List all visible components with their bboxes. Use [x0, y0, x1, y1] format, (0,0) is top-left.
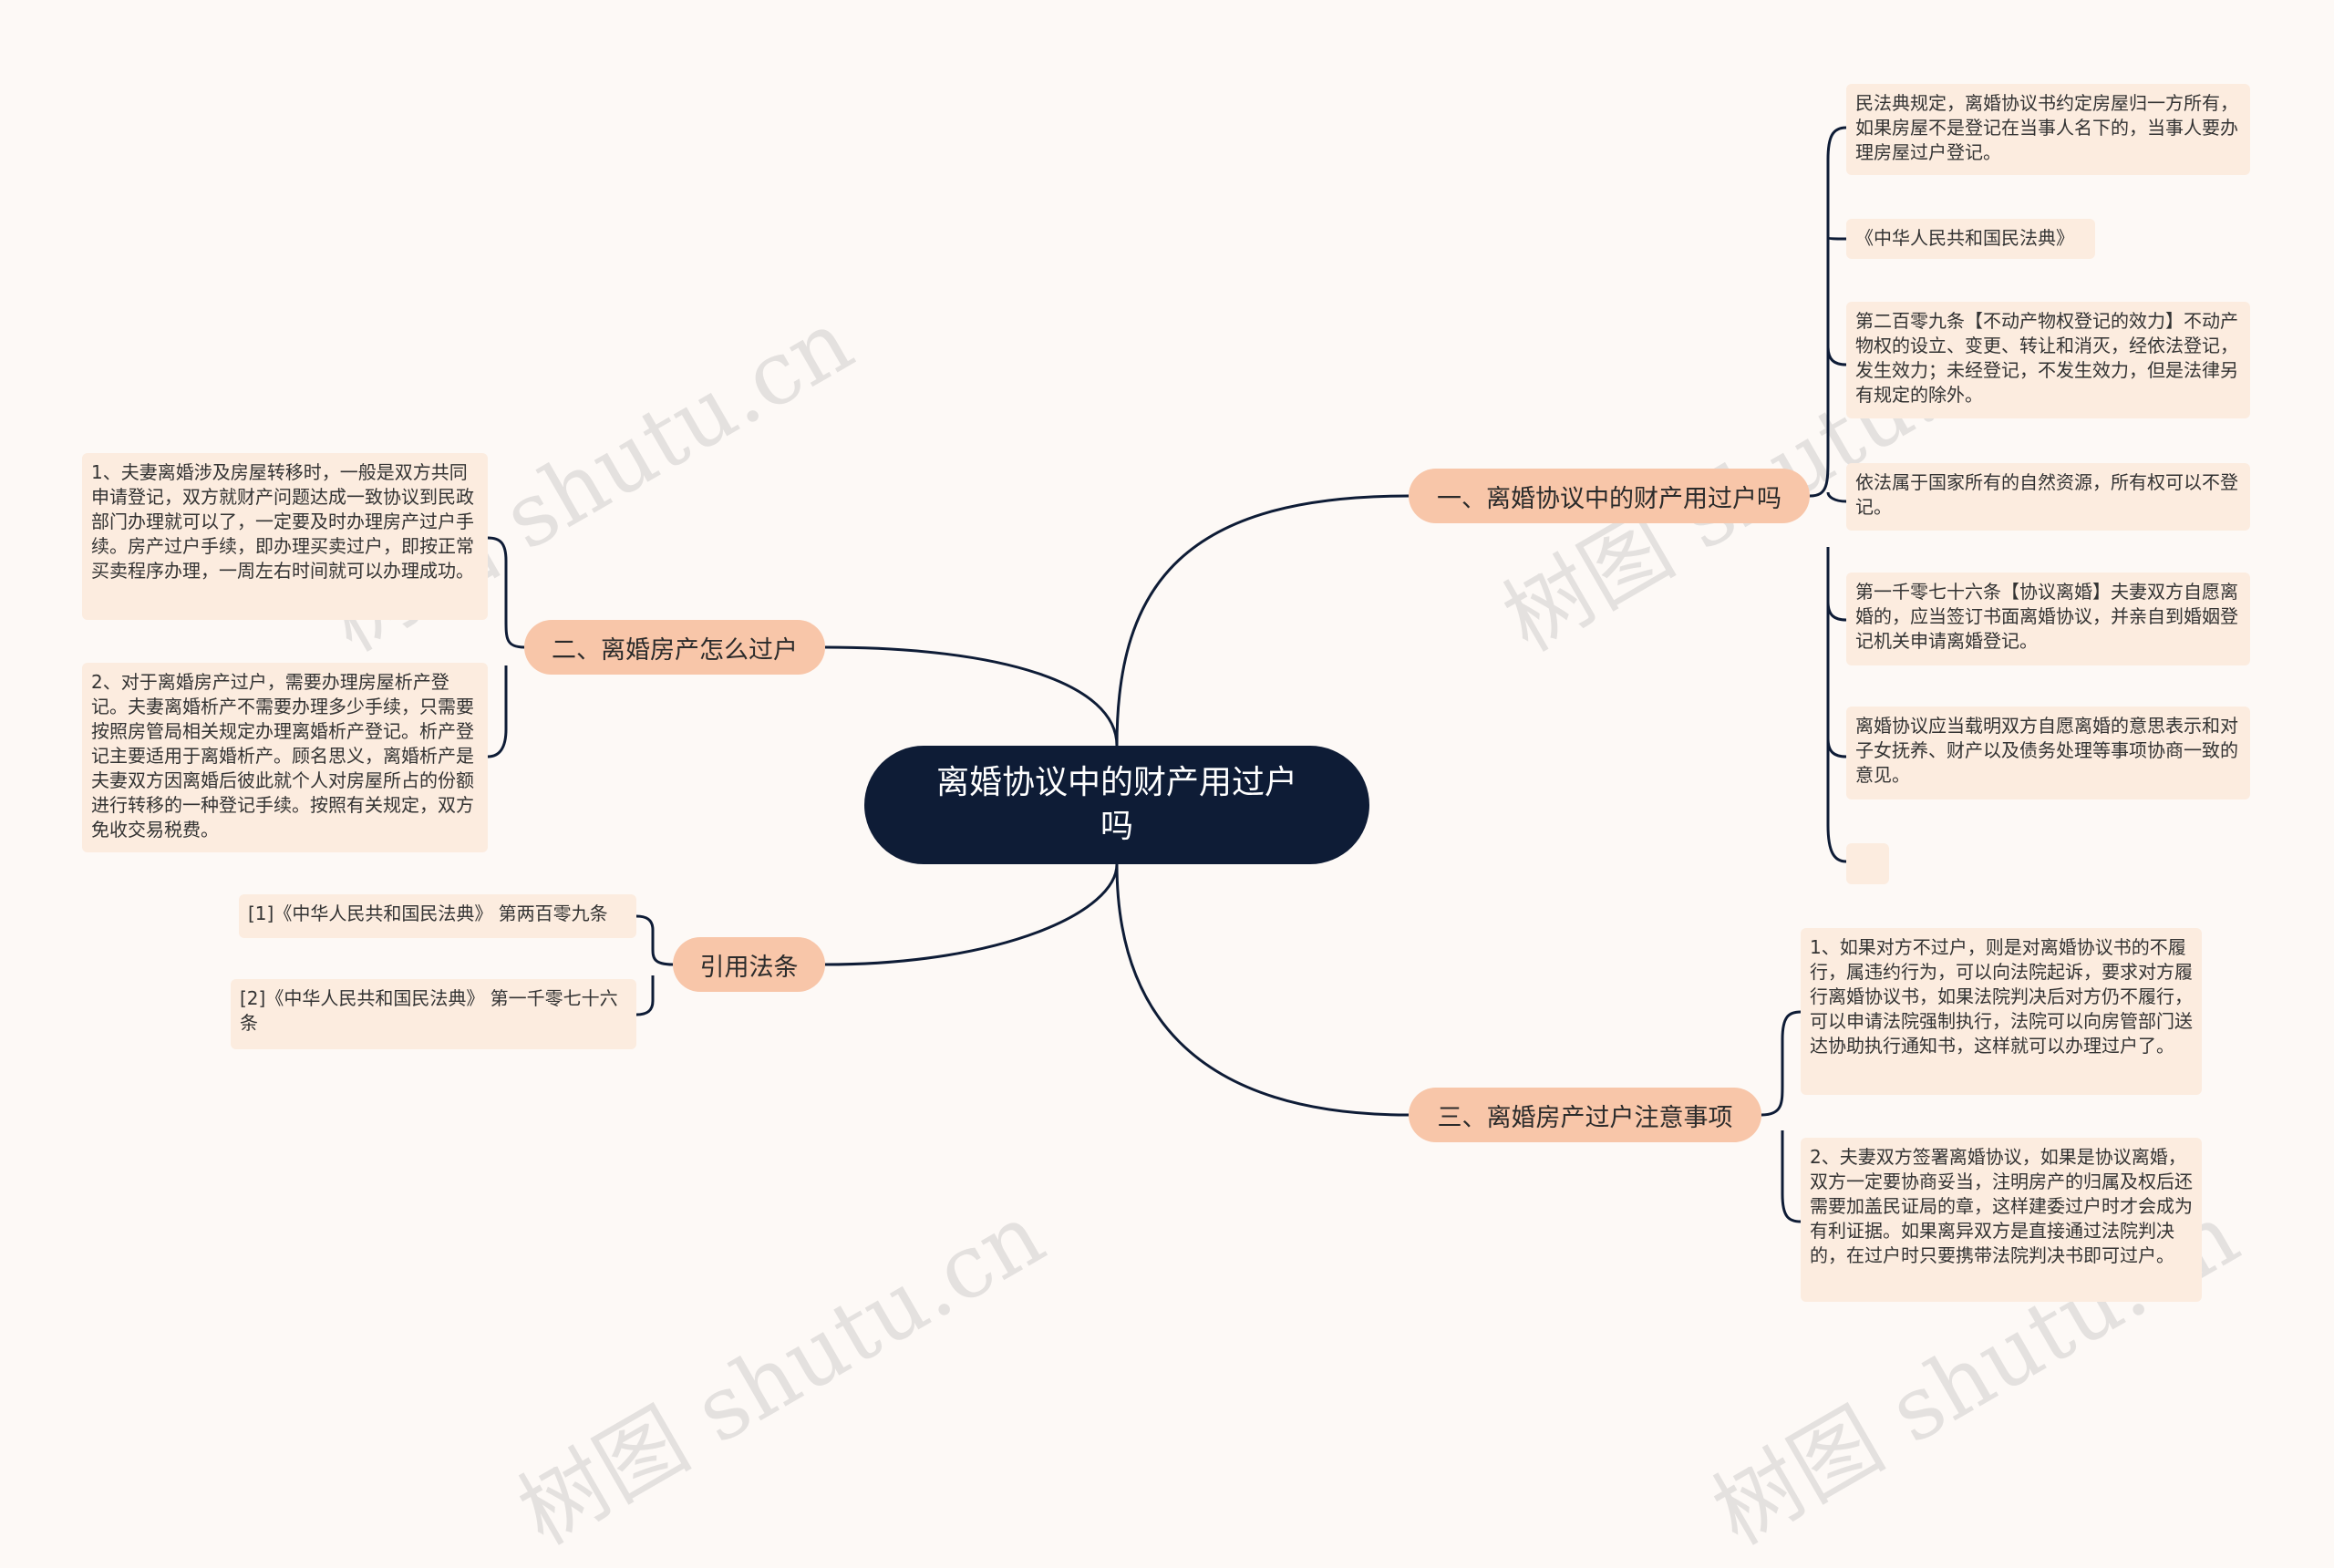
bracket-b3 — [635, 914, 674, 1016]
branch-topic-3[interactable]: 引用法条 — [673, 937, 825, 992]
branch-topic-1[interactable]: 一、离婚协议中的财产用过户吗 — [1409, 469, 1810, 523]
branch-topic-4[interactable]: 三、离婚房产过户注意事项 — [1409, 1088, 1761, 1142]
leaf-b1-4[interactable]: 依法属于国家所有的自然资源，所有权可以不登记。 — [1846, 463, 2250, 531]
link-root-b2 — [824, 645, 1119, 747]
bracket-b2 — [487, 536, 525, 758]
leaf-b2-2[interactable]: 2、对于离婚房产过户，需要办理房屋析产登记。夫妻离婚析产不需要办理多少手续，只需… — [82, 663, 488, 852]
leaf-b3-1[interactable]: [1]《中华人民共和国民法典》 第两百零九条 — [239, 894, 636, 938]
leaf-b1-2[interactable]: 《中华人民共和国民法典》 — [1846, 219, 2095, 259]
leaf-b3-2[interactable]: [2]《中华人民共和国民法典》 第一千零七十六条 — [231, 979, 636, 1049]
bracket-b4 — [1761, 1010, 1802, 1223]
leaf-b1-5[interactable]: 第一千零七十六条【协议离婚】夫妻双方自愿离婚的，应当签订书面离婚协议，并亲自到婚… — [1846, 573, 2250, 665]
mind-map-canvas: 树图 shutu.cn 树图 shutu.cn 树图 shutu.cn 树图 s… — [82, 84, 2255, 1564]
leaf-b4-2[interactable]: 2、夫妻双方签署离婚协议，如果是协议离婚，双方一定要协商妥当，注明房产的归属及权… — [1801, 1138, 2202, 1302]
leaf-b1-7[interactable] — [1846, 843, 1889, 884]
link-root-b1 — [1115, 494, 1410, 747]
leaf-b4-1[interactable]: 1、如果对方不过户，则是对离婚协议书的不履行，属违约行为，可以向法院起诉，要求对… — [1801, 928, 2202, 1095]
leaf-b1-3[interactable]: 第二百零九条【不动产物权登记的效力】不动产物权的设立、变更、转让和消灭，经依法登… — [1846, 302, 2250, 418]
leaf-b1-1[interactable]: 民法典规定，离婚协议书约定房屋归一方所有，如果房屋不是登记在当事人名下的，当事人… — [1846, 84, 2250, 175]
link-root-b3 — [824, 863, 1119, 966]
leaf-b1-6[interactable]: 离婚协议应当载明双方自愿离婚的意思表示和对子女抚养、财产以及债务处理等事项协商一… — [1846, 707, 2250, 799]
link-root-b4 — [1115, 863, 1410, 1117]
branch-topic-2[interactable]: 二、离婚房产怎么过户 — [524, 620, 825, 675]
bracket-b1 — [1809, 126, 1847, 863]
leaf-b2-1[interactable]: 1、夫妻离婚涉及房屋转移时，一般是双方共同申请登记，双方就财产问题达成一致协议到… — [82, 453, 488, 620]
connector-lines — [487, 126, 1847, 1223]
central-topic[interactable]: 离婚协议中的财产用过户吗 — [864, 746, 1369, 864]
